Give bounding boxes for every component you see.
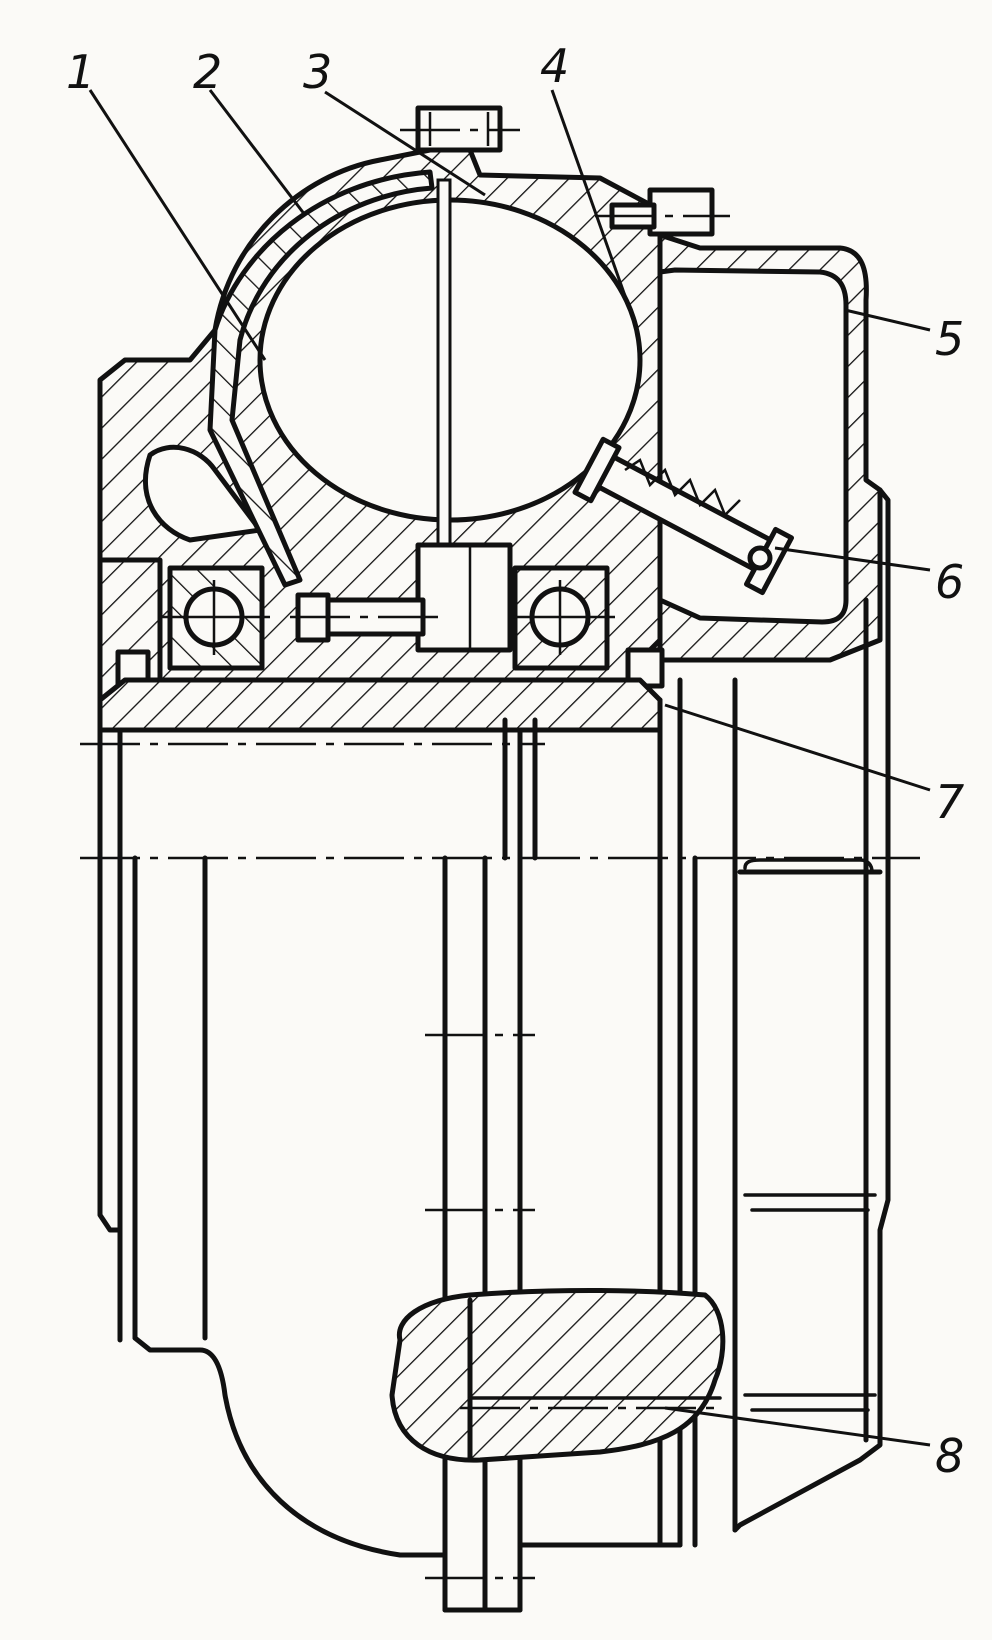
- hub-block: [415, 542, 513, 653]
- hub-plate-7: [97, 677, 663, 733]
- callout-7: 7: [935, 775, 964, 829]
- callout-8: 8: [935, 1429, 964, 1483]
- top-bolt-right: [595, 187, 730, 237]
- breakout-section-8: [389, 1287, 726, 1463]
- callout-2: 2: [193, 45, 222, 99]
- leader-lines: [88, 89, 931, 1447]
- bearing-right: [505, 565, 615, 671]
- lower-body: [97, 487, 891, 1613]
- callout-6: 6: [935, 555, 964, 609]
- callout-4: 4: [540, 39, 569, 93]
- callout-1: 1: [66, 45, 95, 99]
- callout-5: 5: [935, 312, 964, 366]
- callout-3: 3: [303, 45, 332, 99]
- hub-bolt: [290, 592, 440, 643]
- top-bolt-left: [400, 105, 520, 153]
- spring-assembly-6: [572, 436, 795, 596]
- left-wall-seal: [97, 557, 163, 703]
- bearing-left: [160, 565, 270, 671]
- shell-segment-2: [207, 169, 435, 588]
